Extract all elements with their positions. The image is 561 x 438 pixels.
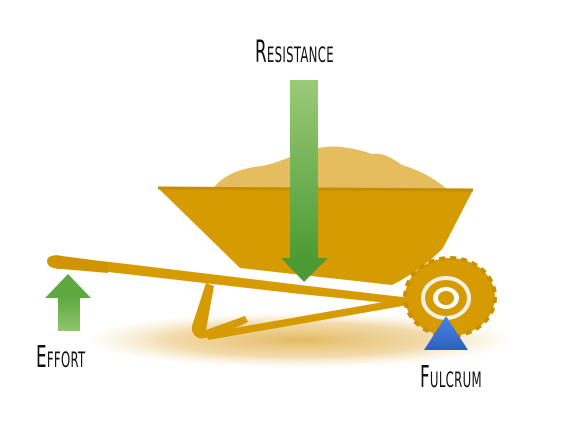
wheel	[403, 256, 497, 338]
wheelbarrow-handle	[47, 256, 429, 307]
load-heap	[210, 146, 448, 192]
resistance-label: Resistance	[255, 35, 334, 70]
wheelbarrow-brace	[206, 297, 414, 340]
resistance-arrow	[281, 80, 328, 282]
handle-grip	[47, 255, 108, 273]
fulcrum-label: Fulcrum	[420, 360, 482, 395]
fulcrum-triangle	[424, 316, 468, 350]
wheelbarrow-leg	[191, 283, 248, 339]
effort-label: Effort	[36, 340, 86, 375]
effort-arrow	[45, 274, 91, 331]
